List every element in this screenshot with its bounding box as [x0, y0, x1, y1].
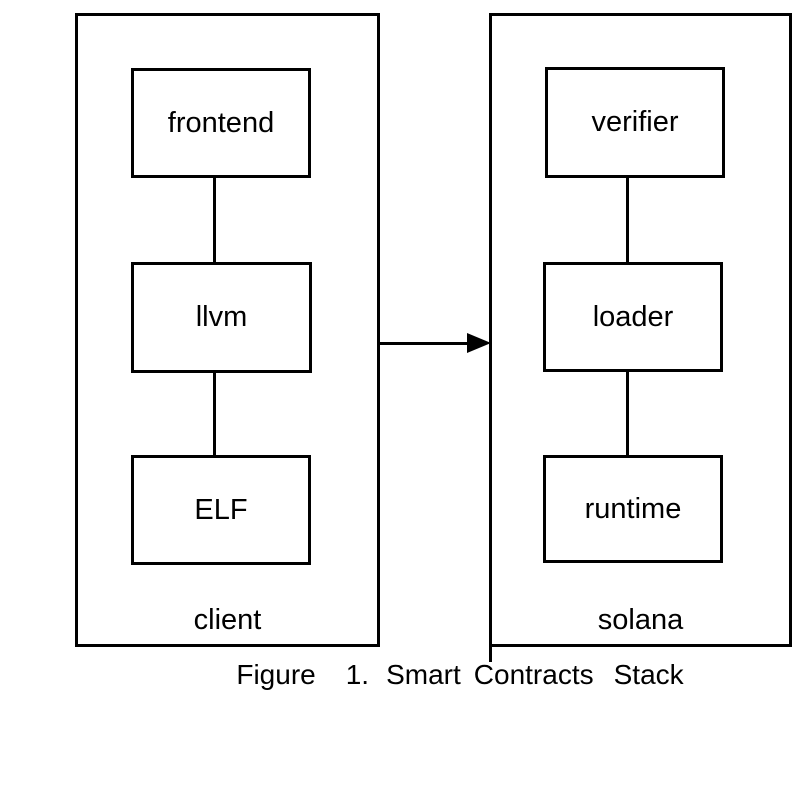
node-loader-label: loader	[592, 300, 674, 333]
caption-word-smart: Smart	[386, 659, 461, 690]
node-frontend-label: frontend	[167, 106, 275, 139]
caption-word-contracts: Contracts	[473, 659, 594, 690]
client-container-label: client	[193, 604, 262, 636]
node-verifier: verifier	[545, 67, 725, 178]
connector-frontend-llvm	[213, 176, 216, 264]
node-llvm-label: llvm	[195, 301, 248, 333]
caption-word-stack: Stack	[613, 659, 684, 690]
solana-container-box	[489, 13, 792, 647]
solana-container-label: solana	[597, 604, 684, 636]
node-elf-label: ELF	[194, 493, 248, 526]
node-frontend: frontend	[131, 68, 311, 178]
connector-loader-runtime	[626, 371, 629, 457]
connector-llvm-elf	[213, 371, 216, 457]
flow-arrowhead-icon	[467, 333, 491, 353]
connector-verifier-loader	[626, 176, 629, 264]
flow-arrow-line	[380, 342, 470, 345]
figure-caption: Figure 1. Smart Contracts Stack	[120, 660, 800, 690]
node-verifier-label: verifier	[591, 106, 679, 138]
caption-word-number: 1.	[345, 659, 370, 690]
node-llvm: llvm	[131, 262, 312, 373]
node-elf: ELF	[131, 455, 311, 565]
node-loader: loader	[543, 262, 723, 372]
node-runtime: runtime	[543, 455, 723, 563]
node-runtime-label: runtime	[584, 492, 682, 525]
client-container-box	[75, 13, 380, 647]
solana-left-edge-overshoot	[489, 645, 492, 662]
caption-word-figure: Figure	[236, 659, 316, 690]
